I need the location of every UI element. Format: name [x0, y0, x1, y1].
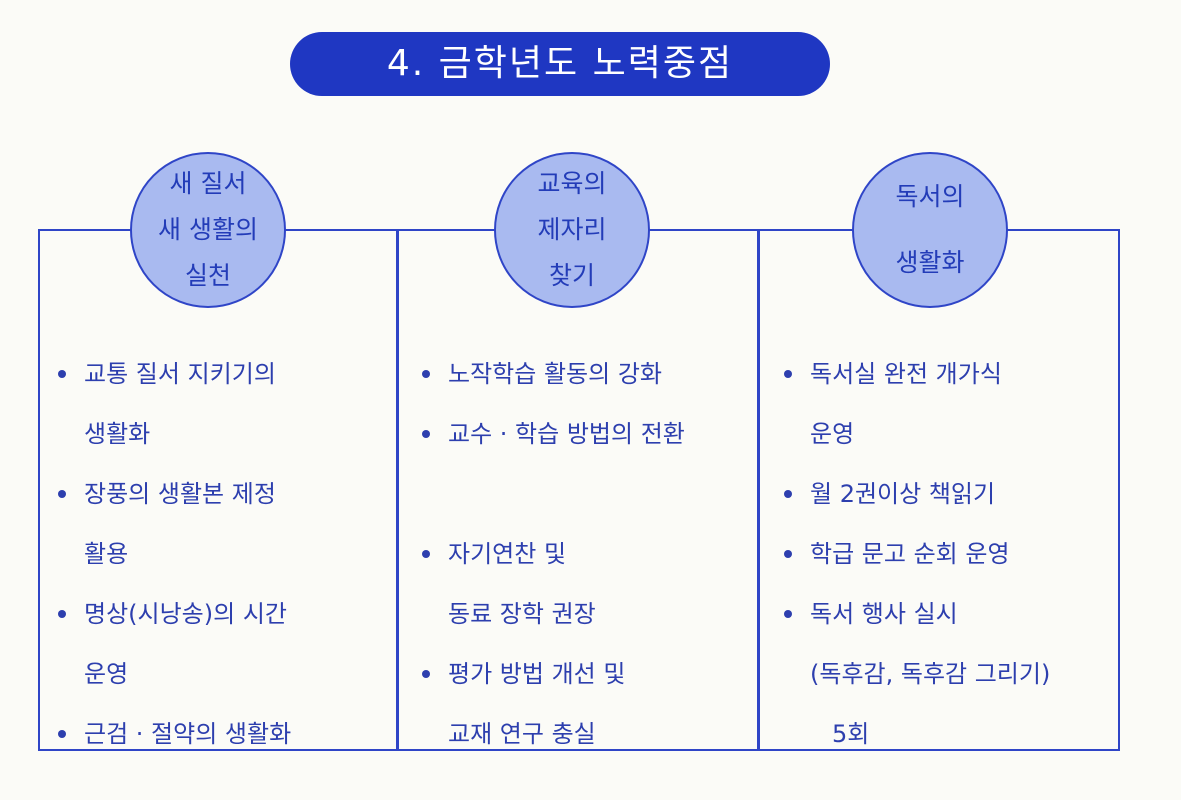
- column-2-heading: 교육의 제자리 찾기: [494, 152, 650, 308]
- list-item-text: 5회: [832, 720, 870, 748]
- list-item-text: 교재 연구 충실: [448, 720, 596, 748]
- bullet-icon: [422, 670, 430, 678]
- list-item: 평가 방법 개선 및 교재 연구 충실: [414, 644, 685, 764]
- column-divider-1: [396, 229, 399, 751]
- column-1-heading-line: 새 생활의: [158, 215, 258, 244]
- list-item: 월 2권이상 책읽기: [776, 464, 1050, 524]
- list-item-text: 장풍의 생활본 제정: [84, 480, 276, 508]
- list-item-text: 명상(시낭송)의 시간: [84, 600, 287, 628]
- column-1-heading: 새 질서 새 생활의 실천: [130, 152, 286, 308]
- list-item-text: (독후감, 독후감 그리기): [810, 660, 1051, 688]
- list-item: 노작학습 활동의 강화: [414, 344, 685, 404]
- list-item-text: 운영: [84, 660, 129, 688]
- column-2-list: 노작학습 활동의 강화 교수 · 학습 방법의 전환 자기연찬 및 동료 장학 …: [414, 344, 685, 764]
- column-3-heading-line: 생활화: [895, 248, 965, 277]
- bullet-icon: [784, 550, 792, 558]
- column-2-heading-line: 교육의: [537, 169, 607, 198]
- bullet-icon: [422, 430, 430, 438]
- list-item: 장풍의 생활본 제정 활용: [50, 464, 291, 584]
- column-divider-2: [757, 229, 760, 751]
- list-item-text: 운영: [810, 420, 855, 448]
- bullet-icon: [422, 550, 430, 558]
- list-item-text: 평가 방법 개선 및: [448, 660, 626, 688]
- column-2-heading-line: 찾기: [548, 261, 595, 290]
- list-item-text: 동료 장학 권장: [448, 600, 596, 628]
- column-3-list: 독서실 완전 개가식 운영 월 2권이상 책읽기 학급 문고 순회 운영 독서 …: [776, 344, 1050, 764]
- list-item-text: 독서 행사 실시: [810, 600, 958, 628]
- bullet-icon: [784, 490, 792, 498]
- list-item-text: 노작학습 활동의 강화: [448, 360, 662, 388]
- column-1-heading-line: 새 질서: [169, 169, 247, 198]
- bullet-icon: [422, 370, 430, 378]
- column-3-heading-line: 독서의: [895, 182, 965, 211]
- list-item-text: 교통 질서 지키기의: [84, 360, 276, 388]
- list-item-text: 학급 문고 순회 운영: [810, 540, 1010, 568]
- list-item-text: 생활화: [84, 420, 151, 448]
- spacer: [414, 464, 685, 524]
- list-item-text: 월 2권이상 책읽기: [810, 480, 996, 508]
- bullet-icon: [58, 730, 66, 738]
- column-1-heading-line: 실천: [184, 261, 231, 290]
- column-1-list: 교통 질서 지키기의 생활화 장풍의 생활본 제정 활용 명상(시낭송)의 시간…: [50, 344, 291, 764]
- list-item: 독서 행사 실시 (독후감, 독후감 그리기) 5회: [776, 584, 1050, 764]
- bullet-icon: [58, 610, 66, 618]
- column-2-heading-line: 제자리: [537, 215, 607, 244]
- bullet-icon: [784, 370, 792, 378]
- bullet-icon: [58, 370, 66, 378]
- list-item: 교수 · 학습 방법의 전환: [414, 404, 685, 464]
- list-item: 교통 질서 지키기의 생활화: [50, 344, 291, 464]
- list-item: 학급 문고 순회 운영: [776, 524, 1050, 584]
- list-item-text: 자기연찬 및: [448, 540, 567, 568]
- list-item-text: 활용: [84, 540, 129, 568]
- list-item-text: 근검 · 절약의 생활화: [84, 720, 292, 748]
- list-item: 자기연찬 및 동료 장학 권장: [414, 524, 685, 644]
- list-item: 독서실 완전 개가식 운영: [776, 344, 1050, 464]
- bullet-icon: [784, 610, 792, 618]
- list-item-text: 독서실 완전 개가식: [810, 360, 1002, 388]
- list-item: 근검 · 절약의 생활화: [50, 704, 291, 764]
- list-item: 명상(시낭송)의 시간 운영: [50, 584, 291, 704]
- page-title: 4. 금학년도 노력중점: [290, 32, 830, 96]
- list-item-text: 교수 · 학습 방법의 전환: [448, 420, 685, 448]
- column-3-heading: 독서의 생활화: [852, 152, 1008, 308]
- bullet-icon: [58, 490, 66, 498]
